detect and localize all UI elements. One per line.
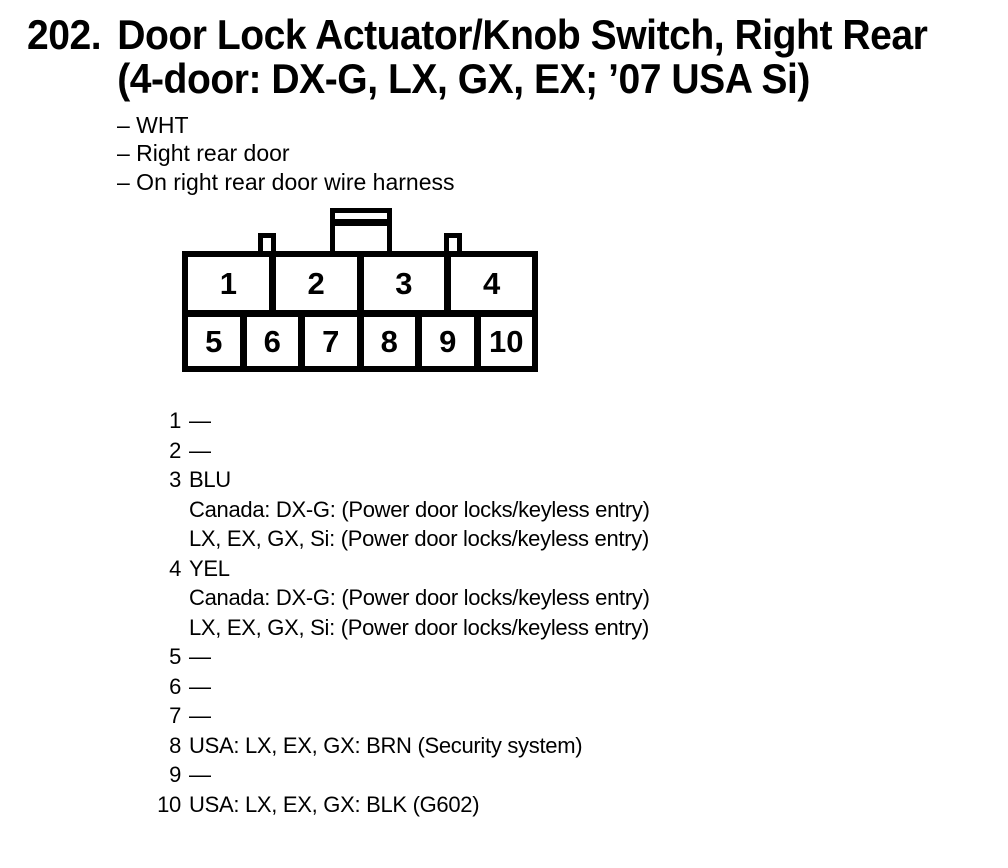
- pin-row-6: 6—: [155, 672, 650, 702]
- pin-number: 4: [169, 555, 181, 581]
- pin-row-8: 8 USA: LX, EX, GX: BRN (Security system): [155, 731, 650, 761]
- pin-number: 2: [169, 437, 181, 463]
- pin-lines: —: [189, 406, 211, 436]
- pin-lines: —: [189, 436, 211, 466]
- connector-notes-list: – WHT– Right rear door– On right rear do…: [117, 111, 455, 196]
- pin-row-7: 7—: [155, 701, 650, 731]
- pin-number: 8: [169, 732, 181, 758]
- pin-number: 7: [169, 703, 181, 728]
- connector-cell-8: 8: [363, 317, 422, 366]
- connector-latch-tab-center: [330, 208, 392, 251]
- pin-number: 9: [169, 762, 181, 787]
- pin-lines: —: [189, 672, 211, 702]
- pin-row-2: 2—: [155, 436, 650, 466]
- pin-row-1: 1—: [155, 406, 650, 436]
- connector-cell-7: 7: [305, 317, 364, 366]
- pin-description-line: —: [189, 703, 211, 728]
- pin-lines: USA: LX, EX, GX: BRN (Security system): [189, 731, 583, 761]
- connector-cell-3: 3: [363, 257, 452, 310]
- connector-cell-10: 10: [480, 317, 532, 366]
- pin-description-line: Canada: DX-G: (Power door locks/keyless …: [189, 585, 650, 610]
- pin-number: 6: [169, 673, 181, 699]
- pin-number: 3: [169, 467, 181, 492]
- note-item: – On right rear door wire harness: [117, 168, 455, 195]
- pin-lines: YEL Canada: DX-G: (Power door locks/keyle…: [189, 554, 650, 643]
- pin-description-line: USA: LX, EX, GX: BLK (G602): [189, 791, 480, 817]
- section-number: 202.: [27, 11, 102, 58]
- connector-cell-5: 5: [188, 317, 247, 366]
- note-item: – WHT: [117, 112, 189, 138]
- pin-lines: BLU Canada: DX-G: (Power door locks/keyle…: [189, 465, 650, 554]
- pin-row-5: 5—: [155, 642, 650, 672]
- connector-cell-4: 4: [451, 257, 532, 310]
- pin-description-line: LX, EX, GX, Si: (Power door locks/keyles…: [189, 614, 649, 640]
- pin-description-line: LX, EX, GX, Si: (Power door locks/keyles…: [189, 526, 649, 551]
- pin-description-line: —: [189, 437, 211, 463]
- connector-lock-tab-left: [258, 233, 276, 251]
- section-title-line: Door Lock Actuator/Knob Switch, Right Re…: [117, 11, 928, 58]
- pin-description-line: —: [189, 673, 211, 699]
- pin-lines: —: [189, 760, 211, 790]
- pin-description-line: —: [189, 644, 211, 669]
- pin-number: 5: [169, 644, 181, 669]
- pin-row-4: 4 YEL Canada: DX-G: (Power door locks/keyl…: [155, 554, 650, 643]
- section-heading: 202. Door Lock Actuator/Knob Switch, Rig…: [27, 11, 928, 102]
- connector-latch-tab-bar: [335, 219, 387, 226]
- pin-description-line: —: [189, 408, 211, 433]
- connector-lock-tab-right: [444, 233, 462, 251]
- pin-description-line: —: [189, 762, 211, 787]
- connector-cell-6: 6: [246, 317, 305, 366]
- pin-description-line: BLU: [189, 467, 231, 492]
- pin-row-10: 10 USA: LX, EX, GX: BLK (G602): [155, 790, 650, 820]
- section-title: Door Lock Actuator/Knob Switch, Right Re…: [117, 11, 928, 102]
- pin-row-3: 3 BLU Canada: DX-G: (Power door locks/keyl…: [155, 465, 650, 554]
- pin-lines: —: [189, 701, 211, 731]
- section-title-line: (4-door: DX-G, LX, GX, EX; ’07 USA Si): [117, 55, 810, 102]
- pin-number: 1: [169, 408, 181, 433]
- connector-cell-9: 9: [422, 317, 481, 366]
- pin-row-9: 9—: [155, 760, 650, 790]
- pin-lines: —: [189, 642, 211, 672]
- pin-description-line: Canada: DX-G: (Power door locks/keyless …: [189, 496, 650, 522]
- connector-cell-1: 1: [188, 257, 276, 310]
- pin-lines: USA: LX, EX, GX: BLK (G602): [189, 790, 480, 820]
- pin-description-line: YEL: [189, 555, 230, 581]
- connector-cell-2: 2: [275, 257, 364, 310]
- note-item: – Right rear door: [117, 140, 290, 167]
- pin-number: 10: [157, 791, 181, 817]
- pin-description-line: USA: LX, EX, GX: BRN (Security system): [189, 732, 583, 758]
